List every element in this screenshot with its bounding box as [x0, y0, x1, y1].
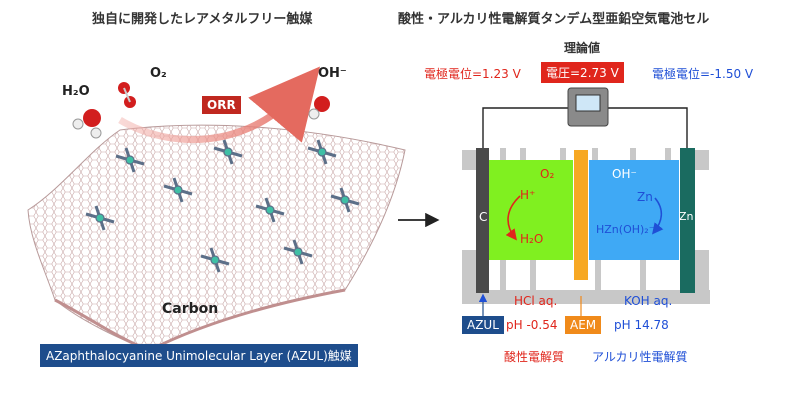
acid-electrolyte-label: HCl aq. — [514, 294, 558, 308]
cell-frame — [462, 148, 710, 304]
h-to-h2o-arrow — [505, 195, 521, 241]
o2-molecule — [118, 82, 136, 108]
voltmeter-icon — [567, 87, 609, 127]
circuit-wire — [482, 107, 688, 148]
h2o-cell-label: H₂O — [520, 232, 544, 246]
h2o-molecule — [72, 109, 102, 139]
voltage-badge: 電圧=2.73 V — [541, 62, 624, 83]
electrode-zn-label: Zn — [679, 210, 694, 223]
aem-membrane — [574, 150, 588, 280]
left-potential: 電極電位=1.23 V — [424, 67, 521, 81]
azul-molecules — [85, 139, 360, 273]
hzn-label: HZn(OH)₂⁻ — [596, 223, 655, 236]
electrode-c-label: C — [479, 210, 488, 224]
azul-tag: AZUL — [462, 316, 504, 334]
oh-cell-label: OH⁻ — [612, 167, 637, 181]
aem-tag: AEM — [565, 316, 602, 334]
h2o-label: H₂O — [62, 84, 90, 99]
zn-electrode — [680, 148, 695, 293]
right-potential: 電極電位=-1.50 V — [652, 67, 754, 81]
zn-to-hzn-arrow — [652, 197, 664, 235]
orr-badge: ORR — [202, 96, 241, 114]
alkali-compartment — [589, 160, 679, 260]
alkali-ph: pH 14.78 — [614, 318, 669, 332]
oh-label: OH⁻ — [318, 66, 347, 81]
acid-electrolyte-jp: 酸性電解質 — [504, 350, 565, 364]
orr-arrow — [118, 66, 321, 144]
zn-cell-label: Zn — [637, 190, 653, 204]
o2-cell-label: O₂ — [540, 167, 555, 181]
alkali-electrolyte-jp: アルカリ性電解質 — [592, 350, 688, 364]
azul-caption: AZaphthalocyanine Unimolecular Layer (AZ… — [40, 344, 358, 367]
o2-label: O₂ — [150, 66, 167, 81]
acid-compartment — [489, 160, 573, 260]
left-title: 独自に開発したレアメタルフリー触媒 — [92, 12, 313, 27]
oh-molecule — [308, 96, 330, 120]
h-plus-label: H⁺ — [520, 188, 536, 202]
right-title: 酸性・アルカリ性電解質タンデム型亜鉛空気電池セル — [398, 12, 710, 27]
theory-label: 理論値 — [564, 41, 601, 55]
carbon-electrode — [476, 148, 489, 293]
acid-ph: pH -0.54 — [506, 318, 558, 332]
alkali-electrolyte-label: KOH aq. — [624, 294, 673, 308]
carbon-label: Carbon — [162, 301, 219, 317]
